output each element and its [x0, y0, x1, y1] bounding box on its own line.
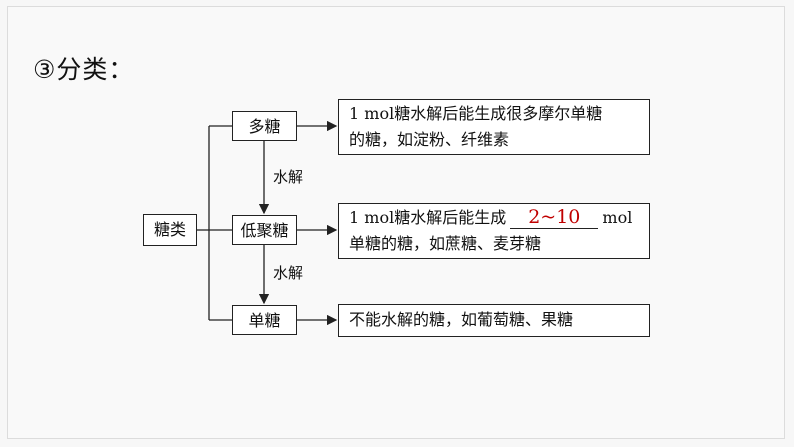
desc-monosaccharide: 不能水解的糖，如葡萄糖、果糖: [338, 304, 650, 337]
node-polysaccharide: 多糖: [232, 111, 297, 141]
node-monosaccharide: 单糖: [232, 305, 297, 335]
edge-label-hydrolysis-1: 水解: [273, 168, 304, 186]
edge-label-hydrolysis-2: 水解: [273, 264, 304, 282]
section-heading: ③分类：: [33, 55, 135, 84]
desc-oligo-suffix: mol: [602, 208, 633, 227]
desc-poly-line1: 1 mol糖水解后能生成很多摩尔单糖: [349, 104, 603, 123]
desc-poly-line2: 的糖，如淀粉、纤维素: [349, 130, 510, 149]
answer-blank: 2~10: [510, 206, 599, 229]
desc-oligo-line2: 单糖的糖，如蔗糖、麦芽糖: [349, 234, 542, 253]
desc-oligo-prefix: 1 mol糖水解后能生成: [349, 208, 507, 227]
desc-polysaccharide: 1 mol糖水解后能生成很多摩尔单糖 的糖，如淀粉、纤维素: [338, 99, 650, 155]
desc-mono-line1: 不能水解的糖，如葡萄糖、果糖: [349, 310, 574, 329]
node-oligosaccharide: 低聚糖: [232, 215, 297, 245]
root-node-sugars: 糖类: [143, 214, 197, 246]
